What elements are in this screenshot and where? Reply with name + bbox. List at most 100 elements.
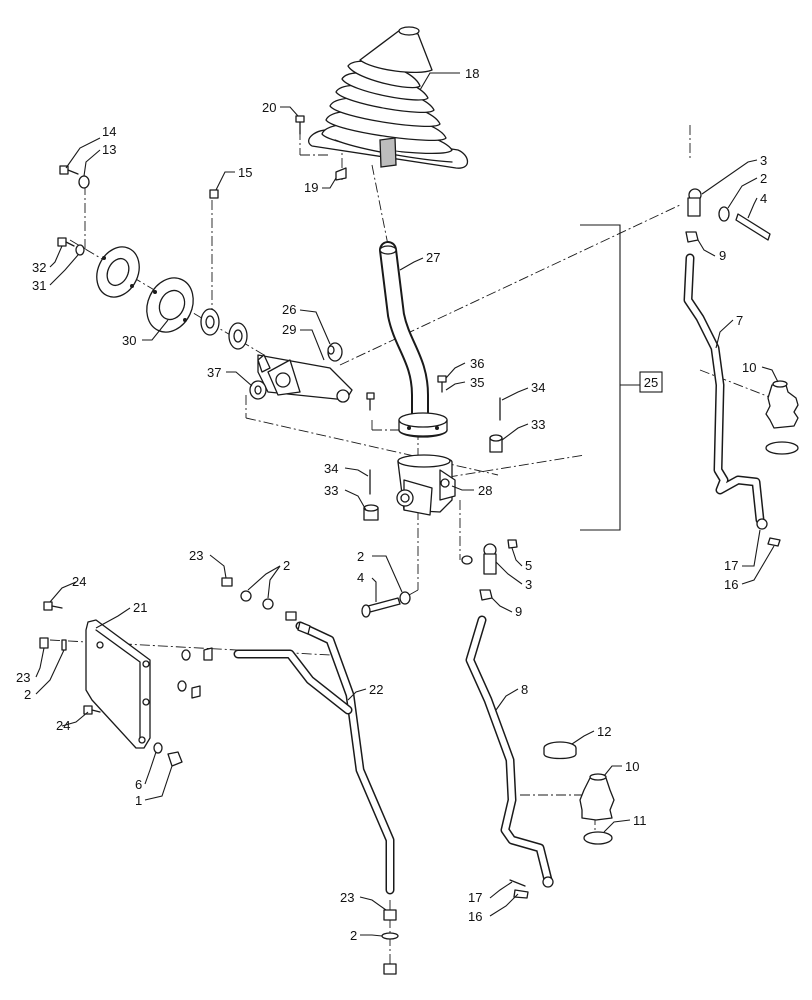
callout-17-upper: 17 <box>724 558 738 573</box>
washer-2-left <box>61 639 67 651</box>
callout-9-upper: 9 <box>719 248 726 263</box>
ball-joint-mid <box>483 543 497 575</box>
bushing-26 <box>327 342 343 362</box>
washer-13 <box>78 175 90 189</box>
callout-34-lower: 34 <box>324 461 338 476</box>
callout-23-top: 23 <box>189 548 203 563</box>
washer-2-mid <box>399 591 411 605</box>
callout-21: 21 <box>133 600 147 615</box>
callout-20: 20 <box>262 100 276 115</box>
callout-23-bottom: 23 <box>340 890 354 905</box>
screw-20 <box>295 115 305 135</box>
flange-31 <box>96 246 140 298</box>
callout-2-bottom: 2 <box>350 928 357 943</box>
callout-15: 15 <box>238 165 252 180</box>
shift-rod-8 <box>465 615 554 888</box>
bolt-24-upper <box>43 601 63 611</box>
bearings <box>200 308 248 350</box>
nut-9-upper <box>685 231 699 243</box>
nut-9-mid <box>479 589 493 601</box>
callout-33-upper: 33 <box>531 417 545 432</box>
cap-12 <box>543 741 577 760</box>
callout-2-upper: 2 <box>760 171 767 186</box>
callout-2-top: 2 <box>283 558 290 573</box>
callout-27: 27 <box>426 250 440 265</box>
callout-19: 19 <box>304 180 318 195</box>
bushing-33-upper <box>489 434 503 453</box>
callout-36: 36 <box>470 356 484 371</box>
callout-1: 1 <box>135 793 142 808</box>
callout-30: 30 <box>122 333 136 348</box>
callout-14: 14 <box>102 124 116 139</box>
washer-2-upper <box>718 206 730 222</box>
callout-17-lower: 17 <box>468 890 482 905</box>
bolt-32 <box>57 237 75 247</box>
callout-24-lower: 24 <box>56 718 70 733</box>
callout-2-left: 2 <box>24 687 31 702</box>
leader-lines <box>35 72 779 937</box>
kit-number-box <box>639 371 663 393</box>
bolt-4-upper <box>735 213 771 241</box>
bolt-14 <box>59 165 79 175</box>
bushing-33-lower <box>363 504 379 521</box>
callout-13: 13 <box>102 142 116 157</box>
callout-11: 11 <box>633 813 647 828</box>
cotter-pin-lower <box>509 879 529 899</box>
callout-18: 18 <box>465 66 479 81</box>
support-plate-21 <box>85 619 151 749</box>
callout-34-upper: 34 <box>531 380 545 395</box>
callout-22: 22 <box>369 682 383 697</box>
seal-11 <box>583 831 613 845</box>
callout-2-center: 2 <box>357 549 364 564</box>
pivot-bracket <box>257 354 353 403</box>
callout-4-upper: 4 <box>760 191 767 206</box>
callout-16-upper: 16 <box>724 577 738 592</box>
callout-32: 32 <box>32 260 46 275</box>
callout-8: 8 <box>521 682 528 697</box>
shift-lever <box>379 241 448 438</box>
shift-boot <box>308 26 469 169</box>
bolt-4-mid <box>361 597 401 618</box>
ball-joint-upper <box>687 188 702 217</box>
callout-37: 37 <box>207 365 221 380</box>
washer-mid <box>461 555 473 565</box>
washer-6 <box>153 742 163 754</box>
rod-boot-10-lower <box>579 773 615 821</box>
nut-1 <box>167 751 183 767</box>
rod-boot-10-upper <box>765 380 799 455</box>
callout-25: 25 <box>644 375 658 390</box>
cotter-pin-17-upper <box>767 537 781 547</box>
clip-19 <box>335 167 347 181</box>
washer-31-small <box>75 244 85 256</box>
callout-33-lower: 33 <box>324 483 338 498</box>
callout-28: 28 <box>478 483 492 498</box>
callout-23-left: 23 <box>16 670 30 685</box>
callout-35: 35 <box>470 375 484 390</box>
callout-10-upper: 10 <box>742 360 756 375</box>
callout-3-mid: 3 <box>525 577 532 592</box>
bolt-15 <box>209 189 219 199</box>
shift-housing <box>396 454 456 516</box>
callout-9-mid: 9 <box>515 604 522 619</box>
callout-29: 29 <box>282 322 296 337</box>
flange-30 <box>146 277 194 333</box>
washer-37 <box>249 380 267 400</box>
shift-rod-22 <box>233 621 395 895</box>
callout-16-lower: 16 <box>468 909 482 924</box>
callout-31: 31 <box>32 278 46 293</box>
assembly-center-lines <box>49 125 791 965</box>
washers-2-top <box>240 590 274 610</box>
callout-7: 7 <box>736 313 743 328</box>
nut-5 <box>507 539 518 549</box>
nut-23-left <box>39 637 49 649</box>
callout-5: 5 <box>525 558 532 573</box>
nut-on-rod-22 <box>285 611 297 621</box>
callout-26: 26 <box>282 302 296 317</box>
callout-labels: 18 20 19 14 13 15 32 31 30 26 29 37 27 3… <box>16 66 767 943</box>
nut-bottom <box>383 963 397 975</box>
callout-4-center: 4 <box>357 570 364 585</box>
washer-2-bottom <box>381 932 399 940</box>
callout-3-upper: 3 <box>760 153 767 168</box>
callout-24-upper: 24 <box>72 574 86 589</box>
